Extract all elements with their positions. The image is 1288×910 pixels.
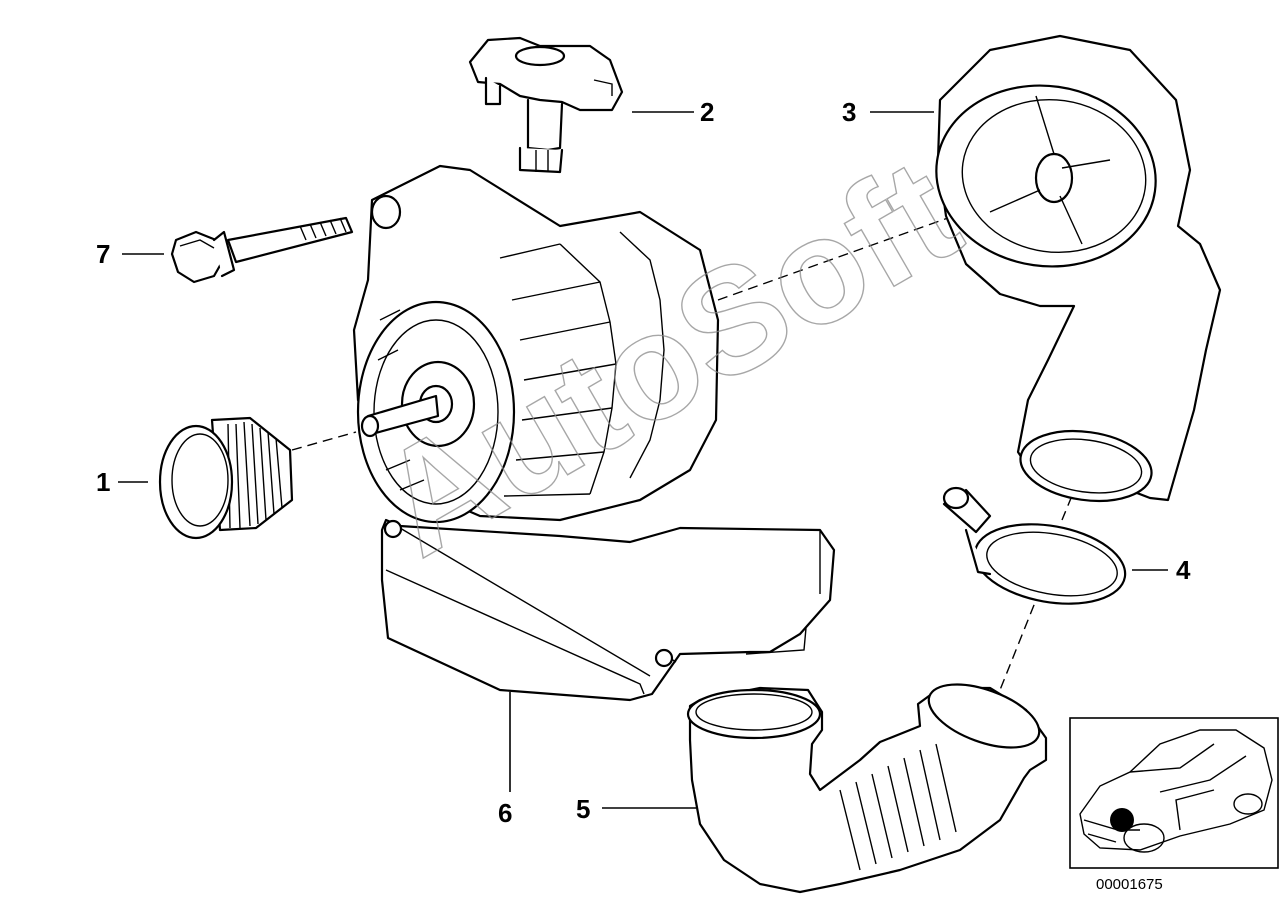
- car-location-icon: [1110, 808, 1134, 832]
- air-guide-part[interactable]: [380, 518, 836, 702]
- callout-7[interactable]: 7: [96, 239, 111, 269]
- callout-5[interactable]: 5: [576, 794, 591, 824]
- callout-2[interactable]: 2: [700, 97, 715, 127]
- catalog-number: 00001675: [1096, 876, 1163, 893]
- callout-3[interactable]: 3: [842, 97, 857, 127]
- callout-1[interactable]: 1: [96, 467, 111, 497]
- alternator-part[interactable]: [352, 164, 720, 524]
- callout-4[interactable]: 4: [1176, 555, 1191, 585]
- car-location-thumbnail: [1069, 717, 1279, 869]
- hex-bolt-part[interactable]: [170, 216, 354, 284]
- callout-6[interactable]: 6: [498, 798, 513, 828]
- bellows-hose-part[interactable]: [686, 672, 1048, 894]
- hose-clamp-part[interactable]: [942, 486, 1131, 615]
- alignment-line-pulley: [291, 431, 357, 451]
- air-duct-shroud-part[interactable]: [925, 34, 1222, 509]
- pulley-part[interactable]: [158, 416, 294, 540]
- alignment-line-shroud: [717, 177, 1061, 301]
- regulator-part[interactable]: [468, 36, 624, 174]
